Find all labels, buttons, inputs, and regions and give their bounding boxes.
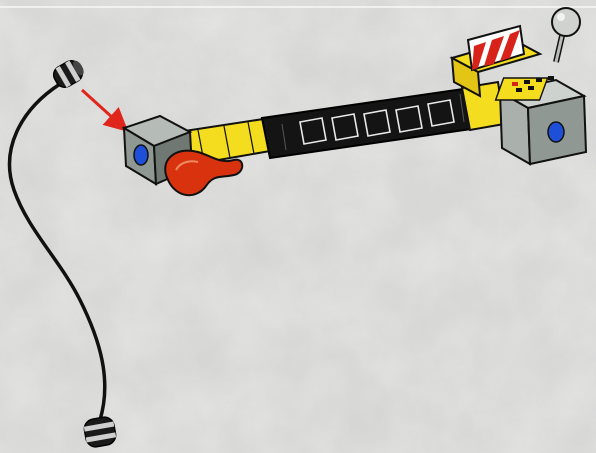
control-unit	[496, 76, 586, 164]
axle-hole-left-icon	[134, 145, 148, 165]
axle-hole-right-icon	[548, 122, 564, 142]
cable-plug-bottom-icon	[83, 416, 117, 449]
